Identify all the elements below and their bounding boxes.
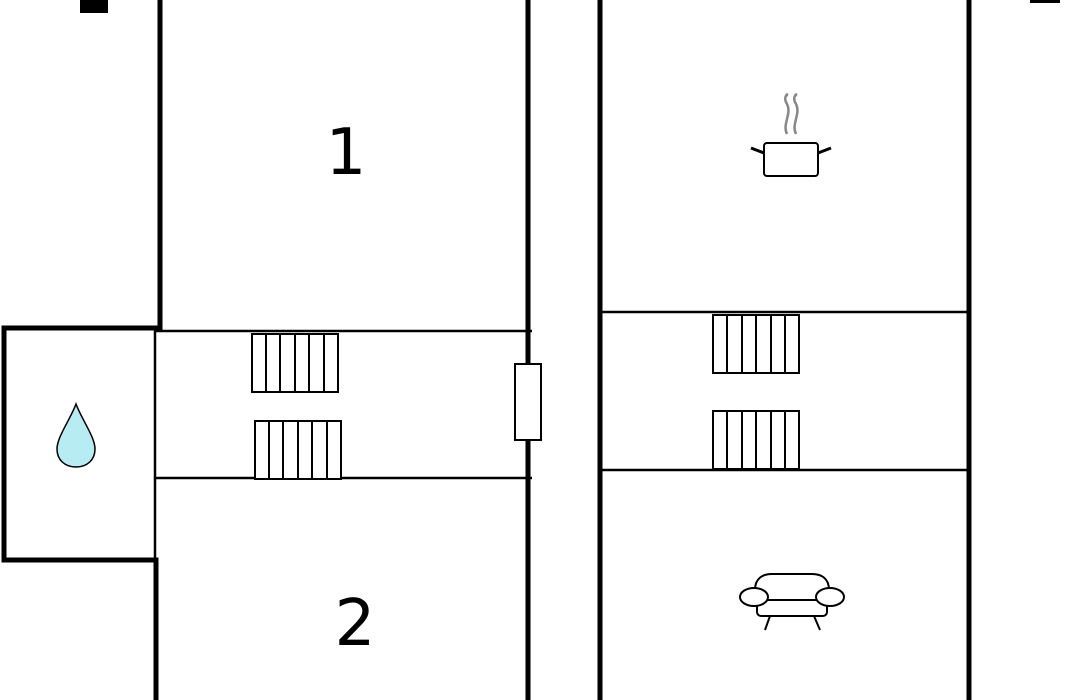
staircase-icon <box>251 333 339 393</box>
sofa-icon <box>739 573 845 631</box>
water-drop-icon <box>56 401 96 468</box>
staircase-icon <box>712 314 800 374</box>
left-unit: 1 2 <box>1 0 542 700</box>
cooking-pot-icon <box>750 93 832 177</box>
staircase-icon <box>254 420 342 480</box>
window-icon <box>514 363 542 441</box>
wall-bathroom <box>1 325 163 563</box>
room-label-2: 2 <box>335 587 376 661</box>
right-unit <box>597 0 972 700</box>
corner-marker-top-left <box>80 0 108 13</box>
staircase-icon <box>712 410 800 470</box>
room-label-1: 1 <box>326 116 367 190</box>
